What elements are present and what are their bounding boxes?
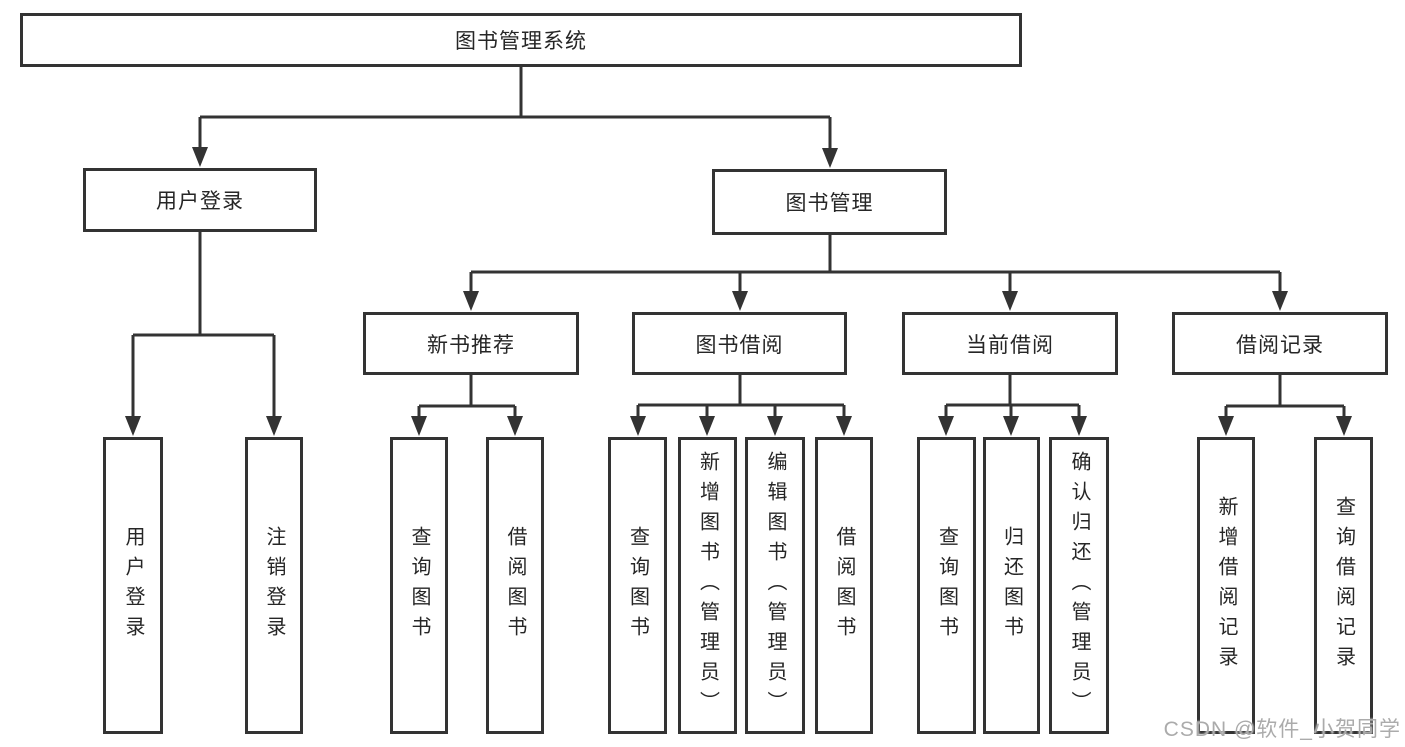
node-user-login: 用户登录 (83, 168, 317, 232)
connector-arrowheads (125, 147, 1352, 436)
leaf-logout: 注销登录 (245, 437, 303, 734)
node-root: 图书管理系统 (20, 13, 1022, 67)
leaf-current-return-book: 归还图书 (983, 437, 1040, 734)
connector-lines (131, 67, 1346, 423)
leaf-recommend-borrow-book: 借阅图书 (486, 437, 544, 734)
leaf-current-query-book: 查询图书 (917, 437, 976, 734)
leaf-borrow-query-book: 查询图书 (608, 437, 667, 734)
node-borrow-record: 借阅记录 (1172, 312, 1388, 375)
leaf-user-login: 用户登录 (103, 437, 163, 734)
leaf-recommend-query-book: 查询图书 (390, 437, 448, 734)
node-book-management: 图书管理 (712, 169, 947, 235)
leaf-record-add: 新增借阅记录 (1197, 437, 1255, 734)
leaf-borrow-edit-book: 编辑图书（管理员） (745, 437, 805, 734)
leaf-borrow-borrow-book: 借阅图书 (815, 437, 873, 734)
leaf-current-confirm-return: 确认归还（管理员） (1049, 437, 1109, 734)
node-new-book-recommend: 新书推荐 (363, 312, 579, 375)
node-current-borrow: 当前借阅 (902, 312, 1118, 375)
node-book-borrow: 图书借阅 (632, 312, 847, 375)
leaf-borrow-add-book: 新增图书（管理员） (678, 437, 737, 734)
leaf-record-query: 查询借阅记录 (1314, 437, 1373, 734)
csdn-watermark: CSDN @软件_小贺同学 (1163, 718, 1401, 741)
